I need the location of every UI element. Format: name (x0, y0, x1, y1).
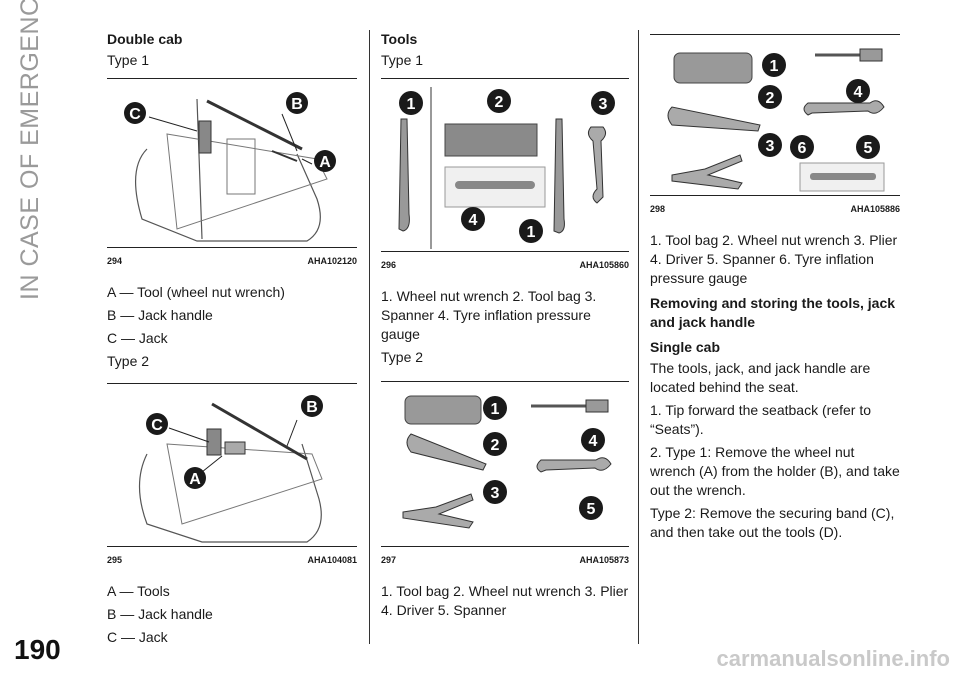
figure-caption: 298 AHA105886 (650, 200, 900, 219)
figure-number: 295 (107, 555, 123, 565)
jack-tools-illustration: C B A (138, 395, 323, 543)
figure-code: AHA105860 (579, 260, 629, 270)
label-4: 4 (854, 84, 863, 101)
column-divider (638, 30, 639, 644)
section-title-vertical: IN CASE OF EMERGENCY (16, 0, 44, 300)
figure-code: AHA102120 (307, 256, 357, 266)
watermark: carmanualsonline.info (716, 646, 951, 671)
column-divider (369, 30, 370, 644)
label-badge (124, 102, 146, 124)
figure-caption: 297 AHA105873 (381, 551, 629, 570)
label-c: C (129, 106, 141, 123)
label-4: 4 (469, 212, 478, 229)
figure-caption: 296 AHA105860 (381, 256, 629, 275)
legend-item: B — Jack handle (107, 307, 213, 323)
label-6: 6 (798, 140, 807, 157)
step-1: 1. Tip forward the seatback (refer to “S… (650, 402, 871, 437)
label-3: 3 (766, 138, 775, 155)
type-label: Type 2 (381, 349, 424, 365)
legend-item: A — Tool (wheel nut wrench) (107, 284, 285, 300)
figure-code: AHA104081 (307, 555, 357, 565)
figure-legend: 1. Tool bag 2. Wheel nut wrench 3. Plier… (381, 583, 629, 618)
label-2: 2 (491, 437, 500, 454)
legend-item: C — Jack (107, 330, 168, 346)
figure-number: 298 (650, 204, 666, 214)
label-5: 5 (587, 501, 596, 518)
column-2: Tools Type 1 1 2 3 4 1 296 AHA105860 1. … (381, 30, 629, 624)
label-a: A (319, 154, 331, 171)
label-3: 3 (491, 485, 500, 502)
heading-double-cab: Double cab (107, 31, 183, 47)
figure-number: 294 (107, 256, 123, 266)
figure-298: 1 2 3 4 5 6 (650, 34, 900, 196)
label-3: 3 (599, 96, 608, 113)
label-badge (314, 150, 336, 172)
figure-294: C B A (107, 78, 357, 248)
legend-item: B — Jack handle (107, 606, 213, 622)
section-heading: Removing and storing the tools, jack and… (650, 295, 896, 330)
figure-number: 297 (381, 555, 397, 565)
step-3: Type 2: Remove the securing band (C), an… (650, 505, 895, 540)
label-badge (301, 395, 323, 417)
type-label: Type 1 (107, 52, 150, 68)
figure-code: AHA105873 (579, 555, 629, 565)
type-label: Type 2 (107, 353, 150, 369)
label-badge (286, 92, 308, 114)
label-1: 1 (491, 401, 500, 418)
label-b: B (291, 96, 303, 113)
tools-illustration: 1 2 3 4 5 6 (667, 48, 885, 192)
paragraph: The tools, jack, and jack handle are loc… (650, 360, 871, 395)
subheading-single-cab: Single cab (650, 339, 721, 355)
figure-295: C B A (107, 383, 357, 547)
type-label: Type 1 (381, 52, 424, 68)
jack-location-illustration: C B A (124, 92, 336, 242)
figure-code: AHA105886 (850, 204, 900, 214)
label-badge (184, 467, 206, 489)
label-5: 5 (864, 140, 873, 157)
step-2: 2. Type 1: Remove the wheel nut wrench (… (650, 444, 900, 498)
figure-caption: 294 AHA102120 (107, 252, 357, 271)
label-2: 2 (495, 94, 504, 111)
label-1: 1 (407, 96, 416, 113)
figure-legend: 1. Wheel nut wrench 2. Tool bag 3. Spann… (381, 288, 597, 342)
figure-number: 296 (381, 260, 397, 270)
page-number: 190 (14, 634, 61, 665)
label-b: B (306, 399, 318, 416)
label-1: 1 (527, 224, 536, 241)
tools-type1-illustration: 1 2 3 4 1 (398, 87, 615, 249)
figure-legend: 1. Tool bag 2. Wheel nut wrench 3. Plier… (650, 232, 898, 286)
figure-296: 1 2 3 4 1 (381, 78, 629, 252)
column-3: 1 2 3 4 5 6 298 AHA105886 1. Tool bag 2.… (650, 30, 900, 546)
figure-caption: 295 AHA104081 (107, 551, 357, 570)
label-1: 1 (770, 58, 779, 75)
label-4: 4 (589, 433, 598, 450)
legend-item: A — Tools (107, 583, 170, 599)
label-2: 2 (766, 90, 775, 107)
heading-tools: Tools (381, 31, 418, 47)
tools-type2-illustration: 1 2 3 4 5 (402, 395, 612, 529)
figure-297: 1 2 3 4 5 (381, 381, 629, 547)
label-c: C (151, 417, 163, 434)
legend-item: C — Jack (107, 629, 168, 645)
label-badge (146, 413, 168, 435)
column-1: Double cab Type 1 C B A 294 AHA102120 A … (107, 30, 357, 651)
label-a: A (189, 471, 201, 488)
